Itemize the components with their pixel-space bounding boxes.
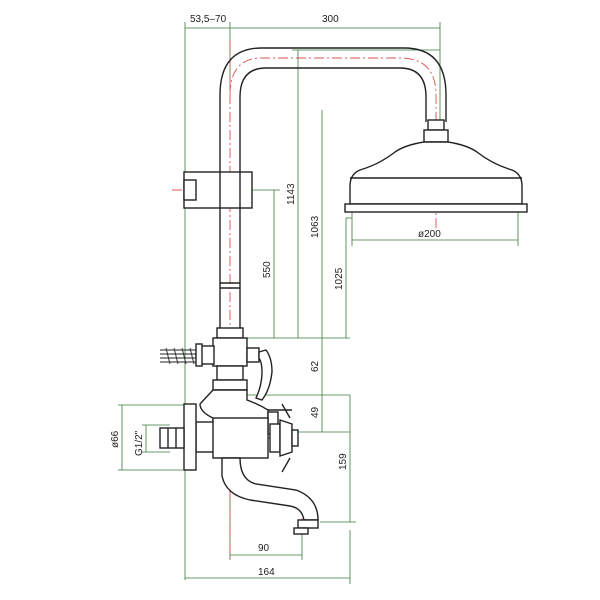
diverter-body — [160, 327, 273, 401]
dim-overall-width: 164 — [258, 567, 275, 578]
bath-mixer — [159, 389, 319, 535]
dimension-lines — [118, 22, 519, 584]
dim-spout-reach: 90 — [258, 543, 270, 554]
dim-flange-diameter: ø66 — [110, 430, 121, 448]
dim-head-diameter: ø200 — [418, 229, 441, 240]
slider-bracket — [183, 171, 253, 209]
dimension-labels: 53,5–70 300 1143 1063 1025 550 62 49 159… — [110, 14, 441, 578]
dim-inlet-thread: G1/2" — [134, 430, 145, 456]
dim-head-height-from-mixer: 1025 — [334, 267, 345, 290]
dim-total-height: 1143 — [286, 183, 297, 205]
dim-outlet-height: 49 — [310, 406, 321, 418]
riser-pipe — [219, 47, 447, 330]
dim-height-to-head-bottom: 1063 — [310, 215, 321, 238]
dim-spout-drop: 159 — [338, 453, 349, 470]
dim-slider-height: 550 — [262, 261, 273, 278]
dim-arm-offset: 53,5–70 — [190, 14, 227, 25]
shower-head — [344, 119, 528, 213]
dim-diverter-height: 62 — [310, 360, 321, 372]
dim-arm-reach: 300 — [322, 14, 339, 25]
